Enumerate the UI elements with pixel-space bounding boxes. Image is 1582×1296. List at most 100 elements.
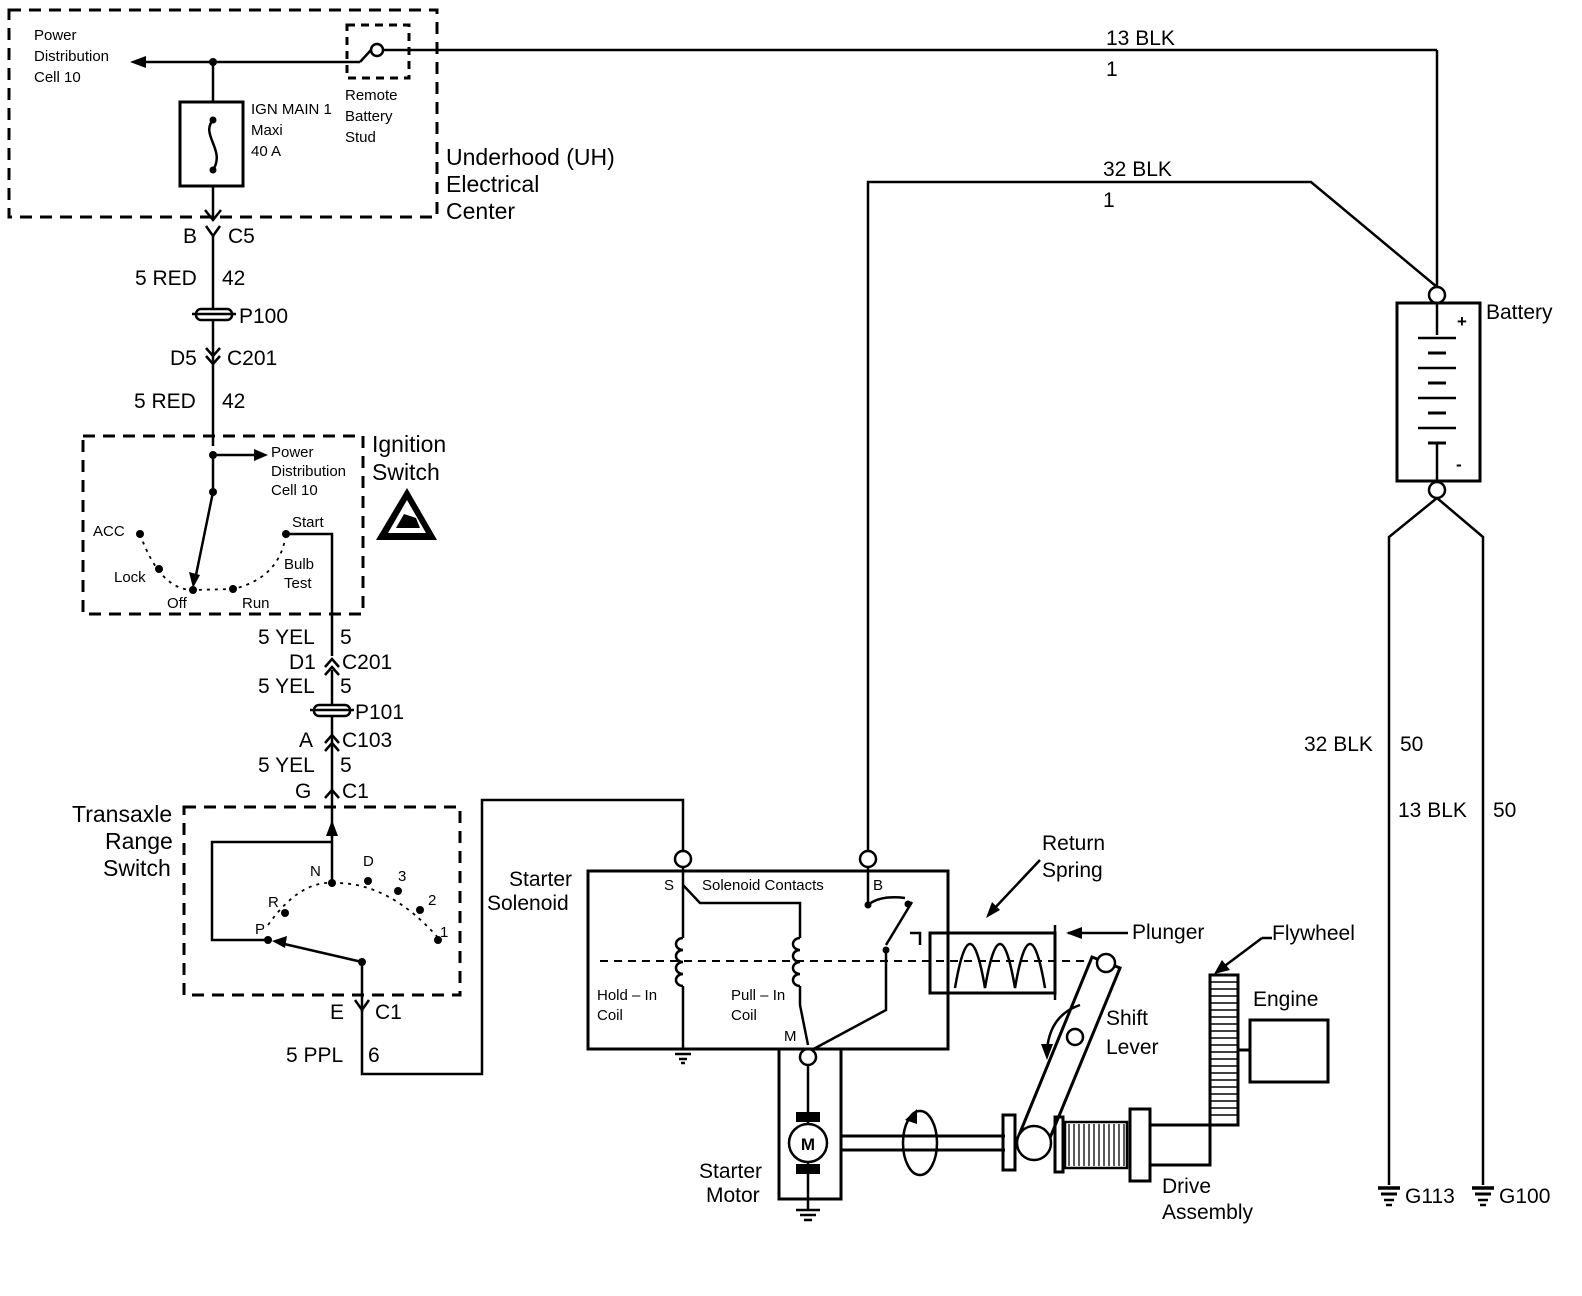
drive-assembly: Drive Assembly [1015,1107,1254,1224]
pull-in-line2: Coil [731,1007,757,1024]
starter-solenoid: Starter Solenoid S B Solenoid Contacts H… [487,849,1090,1067]
wire-red2-circuit: 42 [222,390,245,413]
ground-g100: G100 [1499,1185,1550,1208]
conn-e-pin: E [330,1001,344,1024]
battery-cells-icon [1418,336,1456,445]
trs-pos-1: 1 [440,924,448,941]
ign-label-line1: Ignition [372,431,446,457]
engine-label: Engine [1253,988,1318,1011]
wire-gnd1-name: 32 BLK [1304,733,1373,756]
terminal-m-icon [798,1047,818,1067]
pull-in-line1: Pull – In [731,987,785,1004]
stud-line1: Remote [345,87,398,104]
return-spring-icon [953,942,1047,989]
uh-power-dist-line3: Cell 10 [34,69,81,86]
terminal-s-icon [673,849,693,869]
fuse-line3: 40 A [251,143,281,160]
arrow-left-icon [130,56,146,68]
transaxle-range-switch: Transaxle Range Switch N D 3 2 1 R P E C… [72,798,685,1076]
arrow-left-icon [1066,927,1082,939]
solenoid-contacts: Solenoid Contacts [702,877,824,894]
conn-a-pin: A [299,729,313,752]
drive-line1: Drive [1162,1175,1211,1198]
switch-pointer-icon [272,936,287,948]
wire-13blk-top-circuit: 1 [1106,58,1118,81]
wire-ppl-circuit: 6 [368,1044,380,1067]
conn-c1-bottom: C1 [375,1001,402,1024]
uh-power-dist-line2: Distribution [34,48,109,65]
terminal-b: B [873,877,883,894]
switch-pointer-icon [189,572,200,588]
ignition-feed: B C5 5 RED 42 P100 D5 C201 5 RED 42 [134,225,288,446]
ground-g113: G113 [1405,1185,1455,1208]
wire-yel2-circuit: 5 [340,675,352,698]
conn-c201-bottom: C201 [342,651,392,674]
ign-pos-lock: Lock [114,569,146,586]
solenoid-label-line2: Solenoid [487,892,569,915]
arrow-right-icon [254,449,268,461]
motor-symbol: M [801,1135,815,1154]
start-signal-wires: 5 YEL 5 D1 C201 5 YEL 5 P101 A C103 5 YE… [258,626,404,838]
stud-line2: Battery [345,108,393,125]
trs-pos-n: N [310,863,321,880]
stud-line3: Stud [345,129,376,146]
stud-icon [369,42,385,58]
wire-gnd2-name: 13 BLK [1398,799,1467,822]
ign-label-line2: Switch [372,459,440,485]
wire-yel3-circuit: 5 [340,754,352,777]
ground-icon [1378,1186,1400,1207]
ign-pos-run: Run [242,595,270,612]
uh-label-line3: Center [446,198,515,224]
drive-gear-icon [1063,1120,1129,1170]
flywheel-label: Flywheel [1272,922,1355,945]
wire-yel2-name: 5 YEL [258,675,315,698]
rotation-arrow-icon [901,1109,939,1177]
conn-d1-pin: D1 [289,651,316,674]
wire-32blk-top-circuit: 1 [1103,189,1115,212]
return-spring-line1: Return [1042,832,1105,855]
fuse-element-icon [208,119,218,171]
battery-label: Battery [1486,301,1553,324]
engine-box [1248,1018,1330,1084]
terminal-s: S [664,877,674,894]
wire-yel3-name: 5 YEL [258,754,315,777]
trs-pos-r: R [268,894,279,911]
ign-power-dist-line3: Cell 10 [271,482,318,499]
trs-pos-p: P [255,921,265,938]
wire-red2-name: 5 RED [134,390,196,413]
motor-label-line1: Starter [699,1160,762,1183]
uh-label-line1: Underhood (UH) [446,144,615,170]
motor-icon [787,1122,829,1164]
hold-in-line2: Coil [597,1007,623,1024]
drive-line2: Assembly [1162,1201,1254,1224]
trs-label-line1: Transaxle [72,801,172,827]
terminal-m: M [784,1028,797,1045]
ign-pos-test: Test [284,575,312,592]
ign-pos-bulb: Bulb [284,556,314,573]
battery-minus: - [1456,455,1462,474]
wire-red1-name: 5 RED [135,267,197,290]
trs-label-line2: Range [105,828,173,854]
plunger-assembly: Plunger Return Spring [928,832,1204,1000]
ground-icon [1472,1186,1494,1207]
terminal-b-icon [858,849,878,869]
arrow-up-icon [326,820,338,836]
battery: Battery + - [1395,285,1553,500]
starter-motor: M Starter Motor [699,1047,1017,1222]
fuse-ign-main [178,100,245,188]
wire-ppl-name: 5 PPL [286,1044,343,1067]
trs-pos-2: 2 [428,892,436,909]
splice-p100: P100 [239,305,288,328]
splice-p101: P101 [355,701,404,724]
ignition-switch: Power Distribution Cell 10 ACC Lock Off … [81,431,446,656]
fuse-line2: Maxi [251,122,283,139]
wire-gnd1-circuit: 50 [1400,733,1423,756]
solenoid-label-line1: Starter [509,868,572,891]
shift-lever: Shift Lever [1015,952,1159,1152]
motor-label-line2: Motor [706,1184,760,1207]
wire-gnd2-circuit: 50 [1493,799,1516,822]
wire-32blk-top-name: 32 BLK [1103,158,1172,181]
shift-lever-line2: Lever [1106,1036,1159,1059]
arrow-down-left-icon [986,902,1000,918]
ign-power-dist-line1: Power [271,444,314,461]
